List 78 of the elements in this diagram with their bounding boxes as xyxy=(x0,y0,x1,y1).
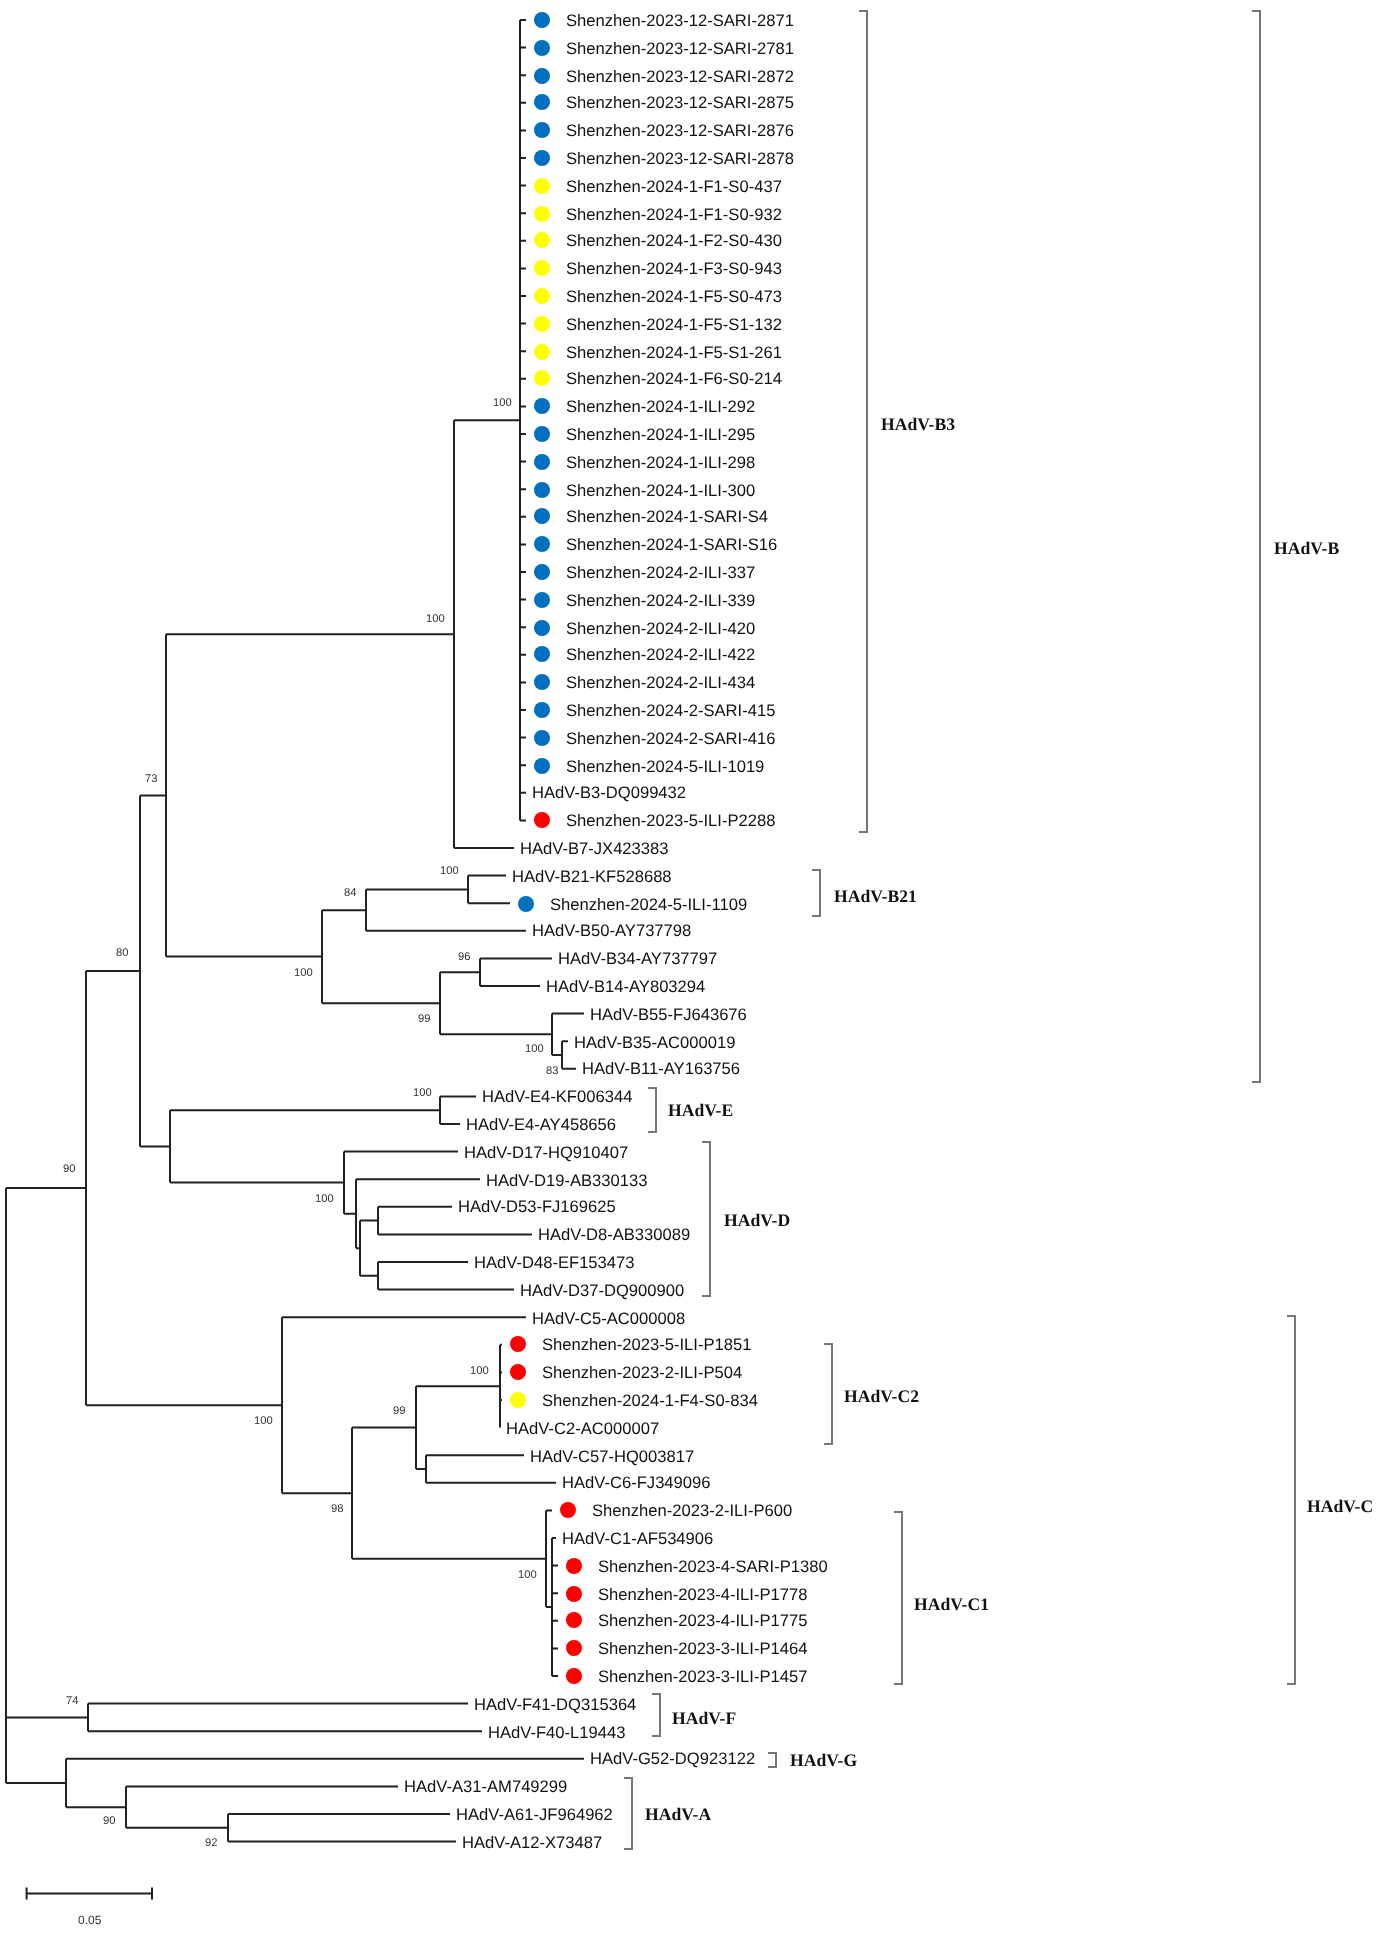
clade-label: HAdV-C xyxy=(1307,1496,1374,1516)
clade-label: HAdV-C1 xyxy=(914,1594,989,1614)
clade-label: HAdV-B3 xyxy=(881,413,955,434)
taxon-label: HAdV-D19-AB330133 xyxy=(486,1169,648,1190)
taxon-label: HAdV-A31-AM749299 xyxy=(404,1776,568,1797)
taxon-label: Shenzhen-2024-5-ILI-1109 xyxy=(550,893,748,914)
taxon-label: Shenzhen-2024-2-SARI-416 xyxy=(566,727,776,748)
taxon-label: Shenzhen-2024-1-ILI-298 xyxy=(566,451,756,472)
taxon-label: HAdV-C57-HQ003817 xyxy=(530,1445,695,1466)
taxon-label: HAdV-D37-DQ900900 xyxy=(520,1279,685,1300)
taxon-label: Shenzhen-2023-12-SARI-2871 xyxy=(566,10,794,30)
taxon-label: HAdV-E4-AY458656 xyxy=(466,1114,617,1134)
taxon-label: Shenzhen-2024-1-ILI-295 xyxy=(566,424,756,444)
taxon-label: HAdV-C1-AF534906 xyxy=(562,1528,714,1548)
taxon-label: Shenzhen-2023-12-SARI-2876 xyxy=(566,120,794,141)
taxon-label: Shenzhen-2024-1-F5-S1-261 xyxy=(566,341,782,362)
taxon-label: HAdV-C5-AC000008 xyxy=(532,1307,686,1328)
taxon-label: Shenzhen-2024-1-F4-S0-834 xyxy=(542,1390,758,1410)
taxon-label: HAdV-A12-X73487 xyxy=(462,1831,603,1852)
taxon-label: Shenzhen-2024-1-F1-S0-932 xyxy=(566,203,782,224)
taxon-label: Shenzhen-2023-5-ILI-P2288 xyxy=(566,810,776,831)
clade-label: HAdV-F xyxy=(672,1708,737,1728)
taxon-label: Shenzhen-2024-1-F2-S0-430 xyxy=(566,230,782,251)
taxon-label: Shenzhen-2024-1-SARI-S4 xyxy=(566,506,769,527)
taxon-label: HAdV-B7-JX423383 xyxy=(520,838,669,858)
taxon-label: Shenzhen-2024-2-ILI-422 xyxy=(566,644,756,665)
taxon-label: Shenzhen-2024-1-F5-S1-132 xyxy=(566,313,782,334)
taxon-label: HAdV-D53-FJ169625 xyxy=(458,1196,616,1217)
taxon-label: Shenzhen-2023-3-ILI-P1464 xyxy=(598,1638,808,1659)
taxon-label: HAdV-D17-HQ910407 xyxy=(464,1141,629,1162)
taxon-label: HAdV-D48-EF153473 xyxy=(474,1252,635,1272)
taxon-label: HAdV-B11-AY163756 xyxy=(582,1058,741,1079)
taxon-label: Shenzhen-2023-12-SARI-2872 xyxy=(566,65,794,86)
clade-label: HAdV-E xyxy=(668,1100,734,1120)
taxon-label: Shenzhen-2024-2-ILI-337 xyxy=(566,562,756,582)
taxon-label: HAdV-C6-FJ349096 xyxy=(562,1472,711,1493)
clade-label: HAdV-G xyxy=(790,1750,858,1770)
taxon-label: HAdV-C2-AC000007 xyxy=(506,1417,660,1438)
clade-label: HAdV-A xyxy=(645,1804,712,1825)
taxon-label: Shenzhen-2024-1-F1-S0-437 xyxy=(566,175,782,196)
taxon-label: Shenzhen-2023-12-SARI-2781 xyxy=(566,37,794,58)
taxon-label: HAdV-B34-AY737797 xyxy=(558,948,718,969)
taxon-label: Shenzhen-2023-4-ILI-P1778 xyxy=(598,1583,808,1604)
taxon-label: Shenzhen-2023-4-ILI-P1775 xyxy=(598,1610,808,1631)
taxon-label: HAdV-B50-AY737798 xyxy=(532,920,692,941)
taxon-label: Shenzhen-2023-5-ILI-P1851 xyxy=(542,1334,752,1355)
clade-label: HAdV-C2 xyxy=(844,1386,919,1406)
taxon-label: HAdV-E4-KF006344 xyxy=(482,1086,633,1107)
taxon-label: Shenzhen-2024-1-ILI-292 xyxy=(566,396,756,417)
clade-label: HAdV-D xyxy=(724,1210,791,1230)
taxon-label: Shenzhen-2024-1-F5-S0-473 xyxy=(566,286,782,306)
taxon-label: HAdV-B3-DQ099432 xyxy=(532,782,687,803)
taxon-label: HAdV-B21-KF528688 xyxy=(512,865,672,886)
taxon-label: Shenzhen-2024-5-ILI-1019 xyxy=(566,755,765,776)
taxon-label: Shenzhen-2024-2-ILI-339 xyxy=(566,589,756,610)
taxon-label: HAdV-G52-DQ923122 xyxy=(590,1748,756,1769)
taxon-label: HAdV-B14-AY803294 xyxy=(546,976,706,996)
taxon-label: HAdV-F41-DQ315364 xyxy=(474,1693,637,1714)
taxon-label: HAdV-A61-JF964962 xyxy=(456,1804,613,1824)
taxon-label: HAdV-F40-L19443 xyxy=(488,1721,626,1742)
taxon-label: Shenzhen-2024-1-F6-S0-214 xyxy=(566,368,782,389)
taxon-label: Shenzhen-2024-1-F3-S0-943 xyxy=(566,258,782,279)
taxon-label: HAdV-B55-FJ643676 xyxy=(590,1003,747,1024)
taxon-label: Shenzhen-2024-1-SARI-S16 xyxy=(566,534,778,555)
taxon-label: Shenzhen-2023-2-ILI-P600 xyxy=(592,1500,793,1521)
taxon-label: HAdV-D8-AB330089 xyxy=(538,1224,691,1245)
taxon-label: Shenzhen-2023-3-ILI-P1457 xyxy=(598,1666,808,1686)
clade-label: HAdV-B21 xyxy=(834,886,917,906)
taxon-label: Shenzhen-2023-12-SARI-2875 xyxy=(566,92,794,113)
taxon-label: Shenzhen-2023-12-SARI-2878 xyxy=(566,148,794,168)
taxon-label: Shenzhen-2024-2-ILI-434 xyxy=(566,672,756,693)
taxon-label: HAdV-B35-AC000019 xyxy=(574,1031,736,1052)
taxon-label: Shenzhen-2024-2-SARI-415 xyxy=(566,700,776,720)
taxon-label: Shenzhen-2024-1-ILI-300 xyxy=(566,479,756,500)
clade-label: HAdV-B xyxy=(1274,538,1340,558)
taxon-label: Shenzhen-2023-2-ILI-P504 xyxy=(542,1362,743,1383)
taxon-label: Shenzhen-2024-2-ILI-420 xyxy=(566,617,756,638)
taxon-label: Shenzhen-2023-4-SARI-P1380 xyxy=(598,1555,828,1576)
